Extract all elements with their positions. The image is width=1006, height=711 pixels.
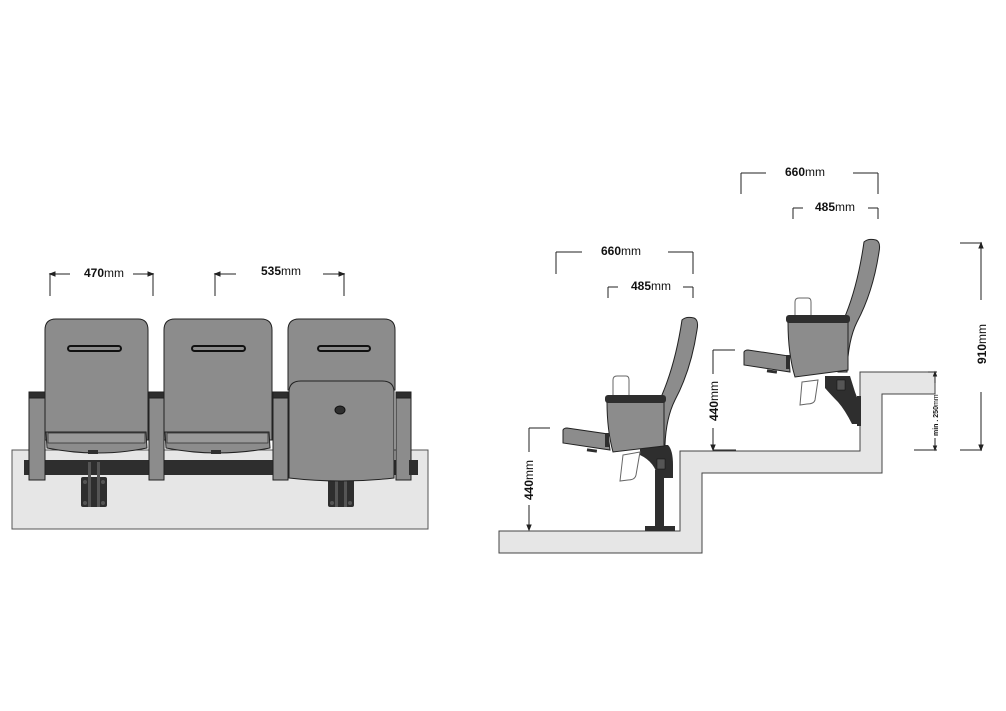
tablet-outline-lower	[799, 379, 819, 406]
backrest-slot	[67, 345, 122, 352]
seat-number-plate	[334, 405, 346, 415]
dim-label-910: 910mm	[975, 324, 989, 364]
front-foot-right	[328, 462, 354, 507]
dim-485-flat	[607, 286, 694, 298]
dim-660-flat	[555, 251, 694, 274]
dim-910-overall-height	[960, 241, 984, 452]
seat-pan-down	[743, 349, 791, 373]
dim-label-440-flat: 440mm	[522, 460, 536, 500]
front-view: 470mm 535mm	[11, 264, 429, 530]
dim-485-riser	[792, 207, 879, 219]
dim-440-riser	[710, 349, 736, 452]
front-foot-left	[81, 462, 107, 507]
riser-bracket	[825, 376, 860, 424]
dim-label-440-riser: 440mm	[707, 381, 721, 421]
dim-440-flat	[526, 427, 550, 532]
side-view-riser: 660mm 485mm 440mm 910mm	[707, 165, 989, 452]
dim-label-min-250: min . 250mm	[933, 394, 940, 436]
front-seat-3-folded	[287, 318, 396, 482]
folded-seat-pan	[288, 380, 395, 482]
dim-label-485-flat: 485mm	[631, 279, 671, 293]
armrest-top	[786, 315, 850, 323]
armrest-top	[605, 395, 666, 403]
pedestal-post	[655, 470, 664, 530]
dim-535-seat-spacing	[213, 271, 346, 296]
pedestal-base	[645, 526, 675, 531]
tablet-outline-upper	[612, 375, 630, 397]
armrest-body	[787, 321, 849, 378]
dim-label-485-riser: 485mm	[815, 200, 855, 214]
dim-label-470: 470mm	[84, 266, 124, 280]
front-seat-2	[163, 318, 273, 454]
armrest-body	[606, 401, 665, 453]
side-view-flat: 660mm 485mm 440mm	[522, 244, 699, 532]
tablet-outline-upper	[794, 297, 812, 319]
seat-pan-down	[562, 427, 611, 451]
backrest-slot	[317, 345, 371, 352]
dim-660-riser	[740, 172, 879, 194]
seat-bracket	[640, 445, 673, 478]
backrest-slot	[191, 345, 246, 352]
dim-label-535: 535mm	[261, 264, 301, 278]
stepped-floor	[498, 371, 936, 554]
dim-label-660-flat: 660mm	[601, 244, 641, 258]
dim-470-seat-width	[48, 271, 155, 296]
backrest-side	[655, 316, 699, 446]
front-seat-1	[44, 318, 149, 454]
dim-label-660-riser: 660mm	[785, 165, 825, 179]
dim-min-250-riser-height	[914, 370, 938, 452]
tablet-outline-lower	[619, 451, 641, 482]
